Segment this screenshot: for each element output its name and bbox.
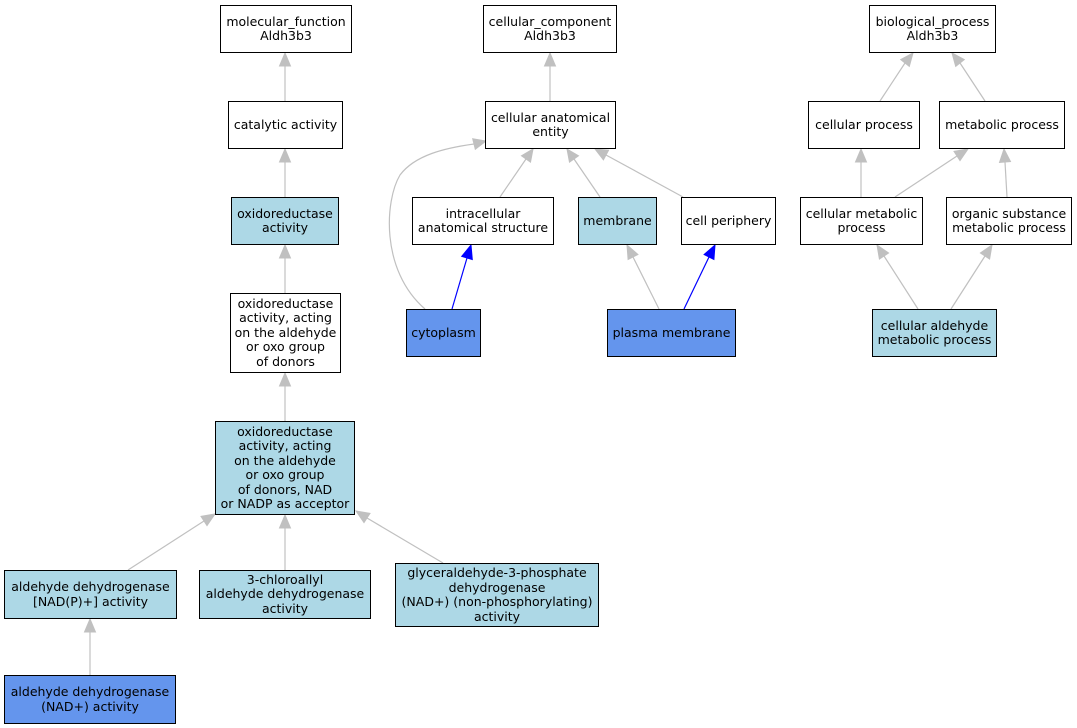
edge-oxidoreductase-aldehyde-nad-to-oxidoreductase-aldehyde xyxy=(278,371,292,421)
node-cellular-aldehyde-metabolic-process[interactable]: cellular aldehyde metabolic process xyxy=(872,309,997,357)
edge-line xyxy=(388,143,475,310)
node-biological-process-root[interactable]: biological_process Aldh3b3 xyxy=(869,5,996,53)
node-oxidoreductase-activity[interactable]: oxidoreductase activity xyxy=(231,197,339,245)
node-oxidoreductase-aldehyde[interactable]: oxidoreductase activity, acting on the a… xyxy=(230,293,341,373)
edge-cellular-metabolic-process-to-cellular-process xyxy=(854,147,868,197)
edge-arrowhead xyxy=(703,243,716,261)
edge-oxidoreductase-activity-to-catalytic-activity xyxy=(278,147,292,197)
edge-oxidoreductase-aldehyde-to-oxidoreductase-activity xyxy=(278,243,292,293)
node-aldehyde-dh-nadp[interactable]: aldehyde dehydrogenase [NAD(P)+] activit… xyxy=(4,570,177,619)
edge-arrowhead xyxy=(520,148,534,164)
node-cellular-process[interactable]: cellular process xyxy=(808,101,920,149)
edge-arrowhead xyxy=(626,243,639,261)
node-cellular-anatomical-entity[interactable]: cellular anatomical entity xyxy=(485,101,616,149)
edge-line xyxy=(451,257,468,310)
edge-aldehyde-dh-nad-to-aldehyde-dh-nadp xyxy=(83,617,97,675)
edge-line xyxy=(883,255,919,310)
edge-cellular-aldehyde-metabolic-process-to-organic-substance-metabolic-process xyxy=(950,243,993,310)
edge-cellular-process-to-biological-process-root xyxy=(879,52,914,102)
edge-arrowhead xyxy=(593,148,610,161)
edge-arrowhead xyxy=(472,138,488,151)
edge-line xyxy=(366,517,444,564)
edge-line xyxy=(950,255,986,310)
edge-plasma-membrane-to-membrane xyxy=(626,243,660,310)
node-organic-substance-metabolic-process[interactable]: organic substance metabolic process xyxy=(946,197,1072,245)
node-plasma-membrane[interactable]: plasma membrane xyxy=(607,309,736,357)
node-glyceraldehyde-3p-dh[interactable]: glyceraldehyde-3-phosphate dehydrogenase… xyxy=(395,563,599,627)
edge-cellular-aldehyde-metabolic-process-to-cellular-metabolic-process xyxy=(876,243,919,310)
node-aldehyde-dh-nad[interactable]: aldehyde dehydrogenase (NAD+) activity xyxy=(4,675,176,724)
edge-arrowhead xyxy=(278,147,292,163)
edge-line xyxy=(605,154,684,198)
edge-line xyxy=(499,158,527,198)
edge-arrowhead xyxy=(83,617,97,633)
edge-membrane-to-cellular-anatomical-entity xyxy=(566,148,601,198)
edge-line xyxy=(879,62,906,102)
edge-catalytic-activity-to-molecular-function-root xyxy=(278,51,292,101)
node-cytoplasm[interactable]: cytoplasm xyxy=(406,309,481,357)
edge-arrowhead xyxy=(953,148,970,162)
edge-glyceraldehyde-3p-dh-to-oxidoreductase-aldehyde-nad xyxy=(354,510,444,564)
edge-aldehyde-dh-nadp-to-oxidoreductase-aldehyde-nad xyxy=(127,513,217,571)
edge-arrowhead xyxy=(951,52,966,68)
edge-arrowhead xyxy=(979,243,993,260)
edge-arrowhead xyxy=(278,243,292,259)
edge-cell-periphery-to-cellular-anatomical-entity xyxy=(593,148,684,198)
node-oxidoreductase-aldehyde-nad[interactable]: oxidoreductase activity, acting on the a… xyxy=(215,421,355,515)
edge-line xyxy=(127,520,205,571)
edge-arrowhead xyxy=(854,147,868,163)
edge-arrowhead xyxy=(460,243,473,261)
node-chloroallyl-aldehyde-dh[interactable]: 3-chloroallyl aldehyde dehydrogenase act… xyxy=(199,570,371,619)
edge-plasma-membrane-to-cell-periphery xyxy=(683,243,716,310)
edge-cytoplasm-to-cellular-anatomical-entity xyxy=(388,138,488,310)
edge-arrowhead xyxy=(543,51,557,67)
edge-arrowhead xyxy=(998,147,1012,163)
node-membrane[interactable]: membrane xyxy=(578,197,657,245)
edge-chloroallyl-aldehyde-dh-to-oxidoreductase-aldehyde-nad xyxy=(278,513,292,570)
edge-intracellular-anatomical-structure-to-cellular-anatomical-entity xyxy=(499,148,534,198)
edge-line xyxy=(894,155,958,198)
edge-arrowhead xyxy=(899,52,914,68)
edge-cellular-anatomical-entity-to-cellular-component-root xyxy=(543,51,557,101)
node-metabolic-process[interactable]: metabolic process xyxy=(939,101,1065,149)
edge-cytoplasm-to-intracellular-anatomical-structure xyxy=(451,243,473,310)
node-cellular-component-root[interactable]: cellular_component Aldh3b3 xyxy=(483,5,617,53)
node-molecular-function-root[interactable]: molecular_function Aldh3b3 xyxy=(220,5,352,53)
edge-arrowhead xyxy=(200,513,217,527)
edge-arrowhead xyxy=(278,51,292,67)
node-intracellular-anatomical-structure[interactable]: intracellular anatomical structure xyxy=(412,197,554,245)
node-cell-periphery[interactable]: cell periphery xyxy=(681,197,776,245)
edge-organic-substance-metabolic-process-to-metabolic-process xyxy=(998,147,1012,198)
node-catalytic-activity[interactable]: catalytic activity xyxy=(228,101,343,149)
edge-arrowhead xyxy=(278,513,292,529)
edge-line xyxy=(573,158,601,198)
edge-line xyxy=(1004,161,1008,198)
edge-arrowhead xyxy=(278,371,292,387)
edge-line xyxy=(632,256,660,310)
node-cellular-metabolic-process[interactable]: cellular metabolic process xyxy=(800,197,923,245)
edge-arrowhead xyxy=(566,148,580,164)
edge-arrowhead xyxy=(354,510,371,524)
edge-metabolic-process-to-biological-process-root xyxy=(951,52,986,102)
edge-line xyxy=(959,62,986,102)
edge-cellular-metabolic-process-to-metabolic-process xyxy=(894,148,970,198)
edge-arrowhead xyxy=(876,243,890,260)
edge-line xyxy=(683,256,710,310)
